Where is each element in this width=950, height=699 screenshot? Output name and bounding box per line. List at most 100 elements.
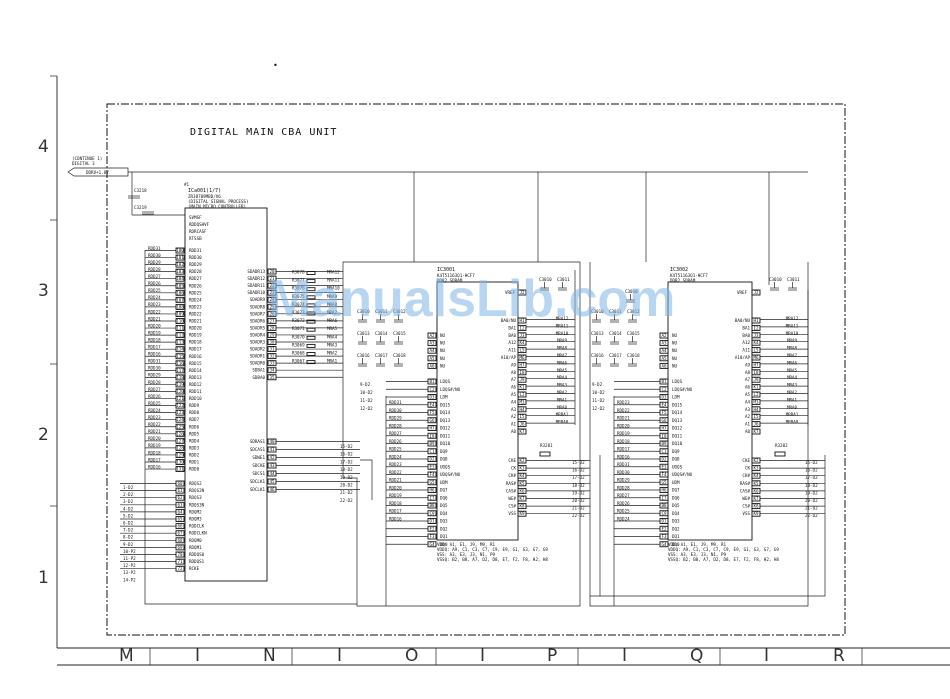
pin-number-box [517,361,527,368]
resistor-label: R3075 [292,294,305,299]
pin-number-box [751,421,761,428]
net-label: 17-D2 [572,475,585,480]
pin-number-box [751,398,761,405]
ic3-pin-label: A4 [745,399,751,404]
ic1-pin-label: RDD25 [189,290,202,295]
pin-number: K5 [753,481,759,486]
pin-number-box [751,428,761,435]
net-label: RDD22 [148,422,161,427]
pin-number: 34 [269,368,275,373]
ic3-pin-label: A6 [745,385,751,390]
ic2-pin-label: A10/AP [501,355,517,360]
pin-number-box [517,339,527,346]
pin-number: H4 [519,407,525,412]
capacitor-label: C3015 [627,331,640,336]
pin-number: 116 [176,361,184,366]
pin-number: J3 [753,333,759,338]
pin-number: 129 [176,452,184,457]
ic3-pin-label: BA0/NU [735,318,751,323]
ic1-pin-label: RDD7 [189,417,200,422]
pin-number: M6 [519,355,525,360]
ic2-pin-label: CK# [508,473,516,478]
pin-number-box [517,413,527,420]
ic1-pin-label: SDADR10 [247,290,265,295]
ic1-pin-label: RDD3 [189,445,200,450]
pin-number: H6 [429,488,435,493]
pin-number: 102 [176,262,184,267]
pin-number: 107 [176,297,184,302]
ic1-pin-label: RDD2 [189,452,200,457]
ic1-pin-label: RDD12 [189,382,202,387]
pin-number: 124 [176,417,184,422]
ic3-pin-label: DQ2 [672,526,680,531]
pin-number: B9 [429,441,435,446]
net-label: RDD31 [617,462,630,467]
pin-number-box [517,406,527,413]
pin-number: C2 [429,387,435,392]
ic1-pin-label: SDADR1 [250,354,266,359]
ic1-pin-label: RDD18 [189,340,202,345]
ic1-pin-label: RDD17 [189,347,202,352]
column-letter-sep: I [337,646,342,666]
net-label: RDD24 [148,408,161,413]
resistor-label: R3070 [292,334,305,339]
ic1-pin-label: RODCLKN [189,531,207,536]
row-numbers: 4 3 2 1 [38,137,49,588]
capacitor-label: C3015 [393,331,406,336]
pin-number: G5 [661,480,667,485]
net-label: MRA6 [787,360,798,365]
capacitor-label: C3012 [393,309,406,314]
ic3-supply: VDDQ: A9, C1, C3, C7, C9, E9, G1, G3, G7… [668,547,779,552]
pin-number-box [427,355,437,362]
net-label: MRA8 [327,302,338,307]
pin-number: F5 [429,410,435,415]
capacitor-label: C3011 [609,309,622,314]
net-label: RDD27 [148,274,161,279]
row-number-3: 3 [38,281,49,301]
column-letter-N: N [263,646,276,666]
net-label: RDD16 [389,516,402,521]
ic-ddr2-sdram-1: IC3001 K4T51163Q1-HCF7 DDR2 SDRAM VREF N… [386,267,590,562]
net-label: 16-D2 [340,452,353,457]
column-letter-R: R [833,646,845,666]
ic3-pin-label: A0 [745,429,751,434]
ic2-supply: VSS: A3, E3, J3, N1, P9 [437,552,495,557]
ic1-pin-label: SDCKE [252,463,265,468]
ic2-pin-label: A6 [511,385,517,390]
net-label: MRBA0 [556,420,569,425]
capacitor-label: C3010 [769,277,782,282]
ic3-pin-label: A10/AP [735,355,751,360]
net-label: MRA5 [327,326,338,331]
ic3-pin-label: RAS# [740,481,751,486]
pin-number: 23 [269,290,275,295]
ic1-pin-label: RCKE [189,566,200,571]
pin-number: E2 [429,526,435,531]
ic1-pin-label: RDD31 [189,248,202,253]
pin-number: K2 [519,458,525,463]
net-label: 12-D2 [592,406,605,411]
pin-number: F4 [429,472,435,477]
bus-label: 10-P2 [123,549,136,554]
ic3-pin-label: DQ6 [672,495,680,500]
pin-number-box [517,332,527,339]
net-label: MRA4 [327,334,338,339]
column-letter-sep: I [622,646,627,666]
watermark: ManualsLib.com [268,270,675,328]
resistor-label: R3073 [292,310,305,315]
pin-number: 119 [176,382,184,387]
pin-number: A3 [429,341,435,346]
net-label: RDD21 [148,429,161,434]
net-label: RDD21 [148,316,161,321]
ic3-pin-label: A5 [745,392,751,397]
ic2-pin-label: A5 [511,392,517,397]
pin-number: L2 [753,392,759,397]
net-label: MRA11 [786,323,799,328]
pin-number: K2 [753,458,759,463]
column-letter-O: O [405,646,418,666]
ic2-supply: VDD: A1, E1, J9, M9, R1 [437,542,495,547]
pin-number: I8 [519,370,525,375]
pin-number-box [751,413,761,420]
pin-number: D2 [429,457,435,462]
net-label: RDD18 [148,337,161,342]
